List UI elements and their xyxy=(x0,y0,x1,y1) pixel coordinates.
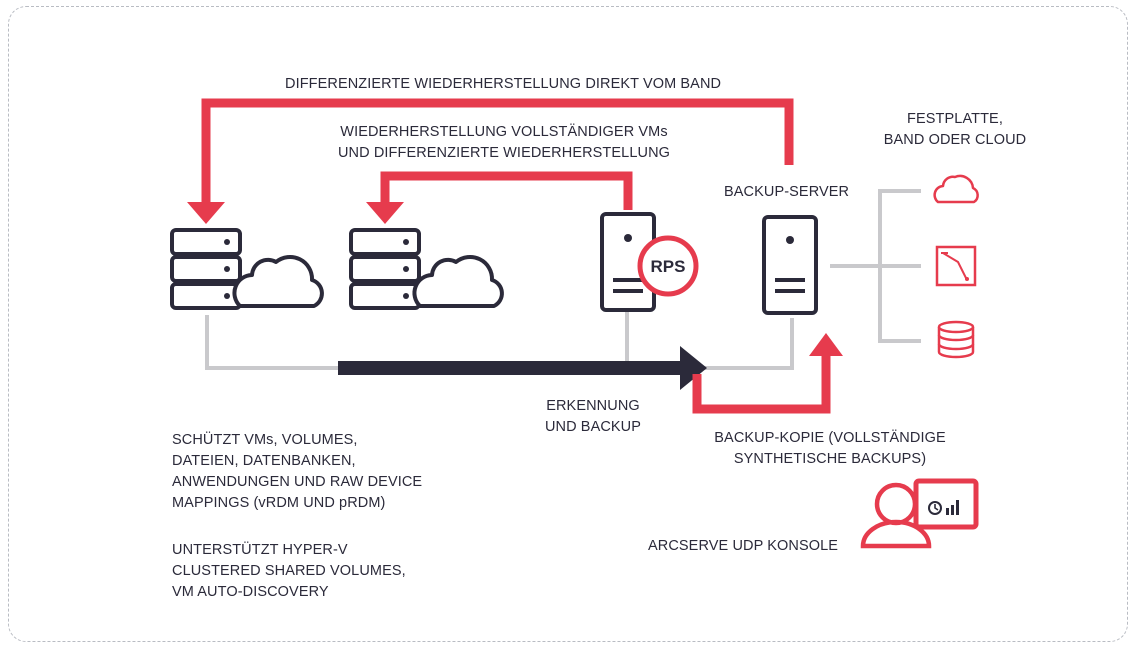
rps-badge-label: RPS xyxy=(651,257,686,276)
detection-backup-label-line2: UND BACKUP xyxy=(544,419,642,435)
bar-chart-icon xyxy=(946,500,959,515)
backup-copy-label-line2: SYNTHETISCHE BACKUPS) xyxy=(733,451,927,467)
detection-backup-label-line1: ERKENNUNG xyxy=(546,398,640,414)
server-stack-icon xyxy=(349,228,421,310)
backup-copy-label-line1: BACKUP-KOPIE (VOLLSTÄNDIGE xyxy=(714,430,946,446)
console-label: ARCSERVE UDP KONSOLE xyxy=(648,538,839,554)
backup-server-label: BACKUP-SERVER xyxy=(724,184,850,200)
supports-description: UNTERSTÜTZT HYPER-V CLUSTERED SHARED VOL… xyxy=(172,542,406,600)
storage-tape-icon xyxy=(935,245,977,287)
backup-copy-arrow xyxy=(692,333,843,414)
tower-server-icon xyxy=(600,212,656,312)
storage-label-line1: FESTPLATTE, xyxy=(907,111,1003,127)
restore-from-tape-label: DIFFERENZIERTE WIEDERHERSTELLUNG DIREKT … xyxy=(285,76,722,92)
protects-description: SCHÜTZT VMs, VOLUMES, DATEIEN, DATENBANK… xyxy=(172,432,423,511)
storage-cloud-icon xyxy=(933,174,979,204)
restore-full-vm-arrow xyxy=(366,171,633,224)
clock-icon xyxy=(928,501,942,515)
storage-label-line2: BAND ODER CLOUD xyxy=(883,132,1027,148)
restore-from-tape-arrow xyxy=(187,98,794,224)
server-stack-icon xyxy=(170,228,242,310)
restore-full-vms-label-line1: WIEDERHERSTELLUNG VOLLSTÄNDIGER VMs xyxy=(340,124,668,140)
restore-full-vms-label-line2: UND DIFFERENZIERTE WIEDERHERSTELLUNG xyxy=(337,145,671,161)
diagram-frame xyxy=(8,6,1128,642)
detection-backup-arrow xyxy=(338,346,707,390)
tower-server-icon xyxy=(762,215,818,315)
cloud-icon xyxy=(232,254,324,308)
connection-lines xyxy=(205,189,921,370)
rps-badge-icon: RPS xyxy=(637,235,699,297)
storage-disk-icon xyxy=(937,320,975,359)
cloud-icon xyxy=(412,254,504,308)
console-monitor-icon xyxy=(913,478,979,530)
